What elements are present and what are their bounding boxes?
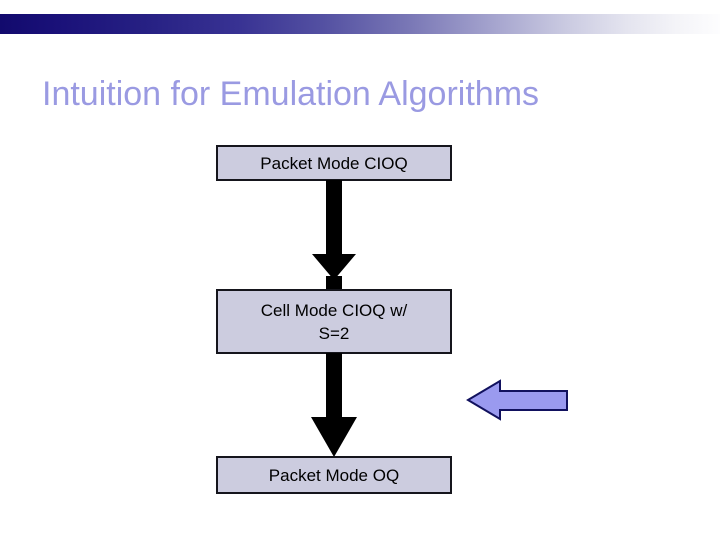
flow-box-label-line-1: Cell Mode CIOQ w/ [260,300,408,320]
arrowhead-shape [312,180,356,280]
flow-box-packet-mode-cioq[interactable]: Packet Mode CIOQ [216,145,452,181]
flow-box-label-group: Cell Mode CIOQ w/ S=2 [261,299,407,345]
arrow-shaft-tail [326,276,342,290]
decorative-gradient-bar [0,14,720,34]
flow-box-label-line-2: S=2 [318,323,350,343]
flow-box-packet-mode-oq[interactable]: Packet Mode OQ [216,456,452,494]
arrow-down-cell-mode-to-packet-oq [311,353,357,457]
highlight-arrow-shape [466,379,568,421]
arrow-down-cioq-to-cell-mode [312,180,356,290]
page-title: Intuition for Emulation Algorithms [42,75,540,113]
arrowhead-shape [311,353,357,457]
flow-box-cell-mode-cioq[interactable]: Cell Mode CIOQ w/ S=2 [216,289,452,354]
flow-box-label: Packet Mode OQ [268,465,400,485]
flow-box-label: Packet Mode CIOQ [260,153,408,173]
left-pointing-highlight-arrow[interactable] [466,377,570,423]
